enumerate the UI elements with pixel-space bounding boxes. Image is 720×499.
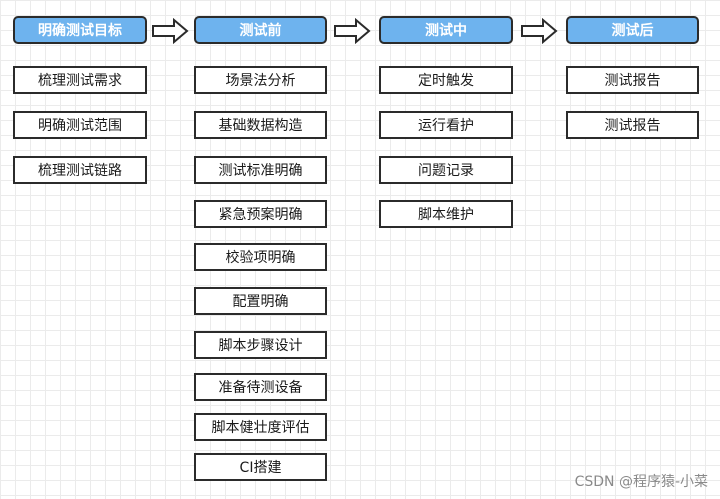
goal-item: 梳理测试链路: [13, 156, 147, 184]
goal-item: 梳理测试需求: [13, 66, 147, 94]
after-item: 测试报告: [566, 111, 699, 139]
before-item: 准备待测设备: [194, 373, 327, 401]
before-item: 基础数据构造: [194, 111, 327, 139]
before-item: 配置明确: [194, 287, 327, 315]
before-item: 测试标准明确: [194, 156, 327, 184]
before-item: CI搭建: [194, 453, 327, 481]
column-header-goal: 明确测试目标: [13, 16, 147, 44]
during-item: 脚本维护: [379, 200, 513, 228]
before-item: 脚本健壮度评估: [194, 413, 327, 441]
column-header-before: 测试前: [194, 16, 327, 44]
during-item: 定时触发: [379, 66, 513, 94]
before-item: 脚本步骤设计: [194, 331, 327, 359]
during-item: 问题记录: [379, 156, 513, 184]
before-item: 场景法分析: [194, 66, 327, 94]
arrow-right-icon: [334, 18, 371, 44]
before-item: 紧急预案明确: [194, 200, 327, 228]
after-item: 测试报告: [566, 66, 699, 94]
column-header-during: 测试中: [379, 16, 513, 44]
arrow-right-icon: [152, 18, 189, 44]
during-item: 运行看护: [379, 111, 513, 139]
arrow-right-icon: [521, 18, 558, 44]
before-item: 校验项明确: [194, 243, 327, 271]
goal-item: 明确测试范围: [13, 111, 147, 139]
watermark-text: CSDN @程序猿-小菜: [574, 474, 708, 490]
column-header-after: 测试后: [566, 16, 699, 44]
